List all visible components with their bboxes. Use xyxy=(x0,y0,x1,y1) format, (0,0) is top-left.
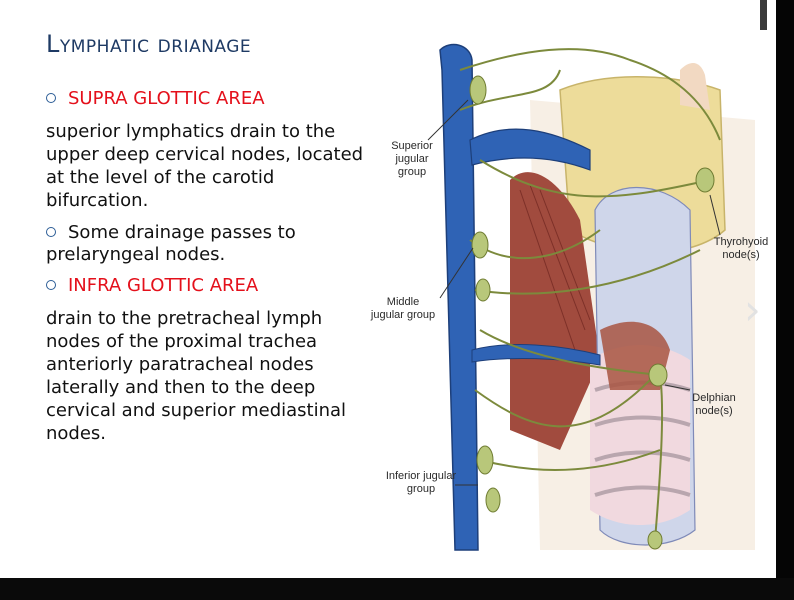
supra-glottic-heading: SUPRA GLOTTIC AREA xyxy=(68,88,265,109)
lymphatic-vessels xyxy=(459,48,721,541)
middle-thyroid-vein xyxy=(471,344,601,366)
slide: Lymphatic drianage SUPRA GLOTTIC AREA su… xyxy=(0,0,776,578)
delphian-node xyxy=(648,363,668,387)
leader-lines xyxy=(427,99,721,486)
window-edge xyxy=(776,0,794,600)
inferior-jugular-label: Inferior jugular group xyxy=(385,470,457,495)
drainage-bullet: Some drainage passes to prelaryngeal nod… xyxy=(46,222,356,266)
bullet-icon xyxy=(46,280,56,290)
scrollbar-thumb[interactable] xyxy=(760,0,767,30)
superior-thyroid-vein xyxy=(469,128,591,171)
strap-muscle xyxy=(510,172,600,450)
bullet-icon xyxy=(46,227,56,237)
larynx-lymphatics-illustration xyxy=(427,43,755,551)
next-slide-arrow-icon[interactable]: › xyxy=(744,285,761,334)
infra-glottic-heading: INFRA GLOTTIC AREA xyxy=(68,275,259,296)
inferior-jugular-node xyxy=(485,487,501,513)
superior-jugular-node xyxy=(469,75,487,105)
internal-jugular-vein xyxy=(439,43,479,551)
delphian-label: Delphian node(s) xyxy=(692,392,736,417)
infra-glottic-bullet: INFRA GLOTTIC AREA xyxy=(46,275,258,297)
bottom-bar xyxy=(0,578,794,600)
supra-glottic-text: superior lymphatics drain to the upper d… xyxy=(46,121,364,211)
bullet-icon xyxy=(46,93,56,103)
superior-jugular-label: Superior jugular group xyxy=(391,140,433,178)
hyoid-horn xyxy=(680,63,710,110)
supra-glottic-bullet: SUPRA GLOTTIC AREA xyxy=(46,88,265,110)
middle-jugular-node xyxy=(471,231,489,259)
slide-title: Lymphatic drianage xyxy=(46,30,252,58)
thyrohyoid-node xyxy=(695,167,715,193)
thyrohyoid-label: Thyrohyoid node(s) xyxy=(713,236,769,261)
middle-jugular-node xyxy=(475,278,491,302)
drainage-bullet-text: Some drainage passes to prelaryngeal nod… xyxy=(46,222,296,265)
inferior-jugular-node xyxy=(476,445,494,475)
infra-glottic-text: drain to the pretracheal lymph nodes of … xyxy=(46,308,347,444)
middle-jugular-label: Middle jugular group xyxy=(370,296,436,321)
muscle-fibres xyxy=(519,184,591,351)
pretracheal-node xyxy=(647,530,663,550)
